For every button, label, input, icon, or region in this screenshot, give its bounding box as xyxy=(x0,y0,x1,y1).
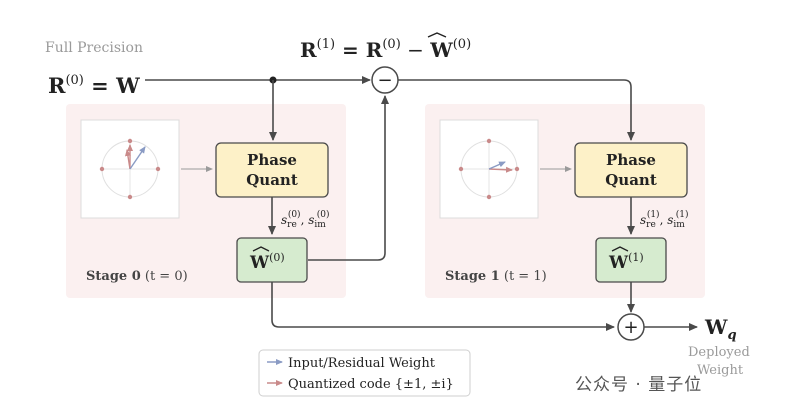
w-hat-1-label: W(1) xyxy=(608,251,644,273)
hat-icon xyxy=(611,246,629,252)
stage-1-phase-plot xyxy=(439,119,539,219)
phase-quant-1-line2: Quant xyxy=(605,171,657,189)
phase-quant-1-line1: Phase xyxy=(606,151,656,169)
deployed-label: Deployed xyxy=(688,345,750,360)
stage-0-plot-content xyxy=(99,138,161,200)
full-precision-label: Full Precision xyxy=(45,40,143,56)
stage-0-label: Stage 0 (t = 0) xyxy=(86,269,188,284)
wq-label: Wq xyxy=(704,315,737,343)
feedback-line xyxy=(308,95,389,261)
plus-symbol: + xyxy=(623,317,638,338)
legend-item-1: Input/Residual Weight xyxy=(288,356,436,371)
legend xyxy=(258,349,471,397)
stage-1-plot-content xyxy=(458,138,520,200)
legend-item-2: Quantized code {±1, ±i} xyxy=(288,377,454,392)
hat-icon xyxy=(252,246,270,252)
scale-label-1: sre(1), sim(1) xyxy=(640,209,689,230)
minus-symbol: − xyxy=(377,70,392,91)
to-phase-quant-1 xyxy=(398,79,635,141)
w0-to-sum xyxy=(271,282,615,331)
r1-equation: R(1) = R(0) − W(0) xyxy=(300,37,471,62)
scale-label-0: sre(0), sim(0) xyxy=(281,209,330,230)
weight-label: Weight xyxy=(697,363,744,378)
stage-1-label: Stage 1 (t = 1) xyxy=(445,269,547,284)
r0-equation: R(0) = W xyxy=(48,73,140,98)
w-hat-0-label: W(0) xyxy=(249,251,285,273)
watermark: 公众号 · 量子位 xyxy=(575,375,703,395)
phase-quant-0-line2: Quant xyxy=(246,171,298,189)
phase-quant-0-line1: Phase xyxy=(247,151,297,169)
hat-icon xyxy=(427,32,447,38)
